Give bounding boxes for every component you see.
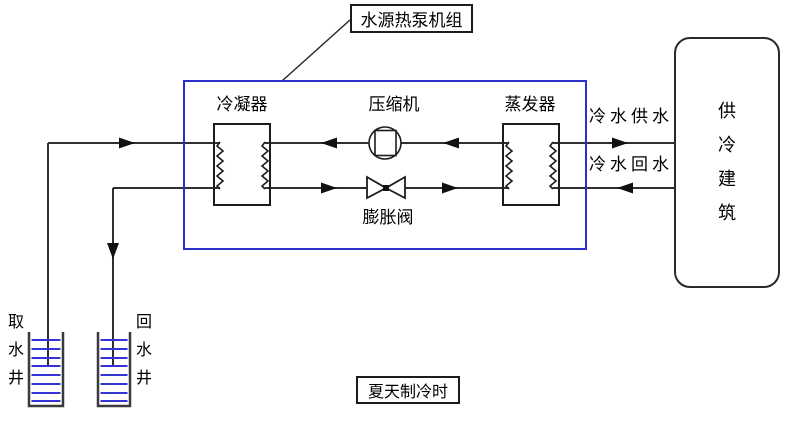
arrow-left-icon: [443, 137, 459, 149]
evaporator-label: 蒸发器: [504, 95, 556, 115]
return-well-symbol: [96, 332, 132, 408]
mode-box-label: 夏天制冷时: [367, 382, 448, 401]
arrow-right-icon: [321, 182, 337, 194]
compressor-symbol: [368, 126, 402, 160]
building-box: 供冷建筑: [674, 37, 780, 288]
arrow-left-icon: [617, 182, 633, 194]
arrow-right-icon: [442, 182, 458, 194]
pipe-wells: [47, 143, 114, 367]
condenser-box: [213, 123, 271, 206]
flow-arrows: [107, 137, 633, 259]
return-well-label: 回水井: [135, 312, 152, 387]
chilled-water-supply-label: 冷水供水: [589, 107, 673, 127]
chilled-water-return-label: 冷水回水: [589, 155, 673, 175]
title-box-label: 水源热泵机组: [360, 11, 463, 31]
expansion-valve-label: 膨胀阀: [362, 208, 414, 228]
condenser-label: 冷凝器: [216, 95, 268, 115]
building-label: 供冷建筑: [718, 100, 736, 224]
condenser-coil-symbol: [215, 141, 270, 190]
compressor-label: 压缩机: [368, 95, 420, 115]
evaporator-box: [502, 123, 560, 206]
arrow-right-icon: [612, 137, 628, 149]
arrow-down-icon: [107, 243, 119, 259]
title-box: 水源热泵机组: [350, 4, 473, 33]
callout-line: [281, 19, 351, 82]
arrow-left-icon: [321, 137, 337, 149]
evaporator-coil-symbol: [504, 141, 558, 190]
intake-well-symbol: [27, 332, 65, 408]
intake-well-label: 取水井: [7, 312, 24, 387]
expansion-valve-symbol: [366, 175, 406, 200]
mode-box: 夏天制冷时: [356, 376, 460, 404]
arrow-right-icon: [119, 137, 135, 149]
heat-pump-unit-boundary: [183, 80, 587, 250]
